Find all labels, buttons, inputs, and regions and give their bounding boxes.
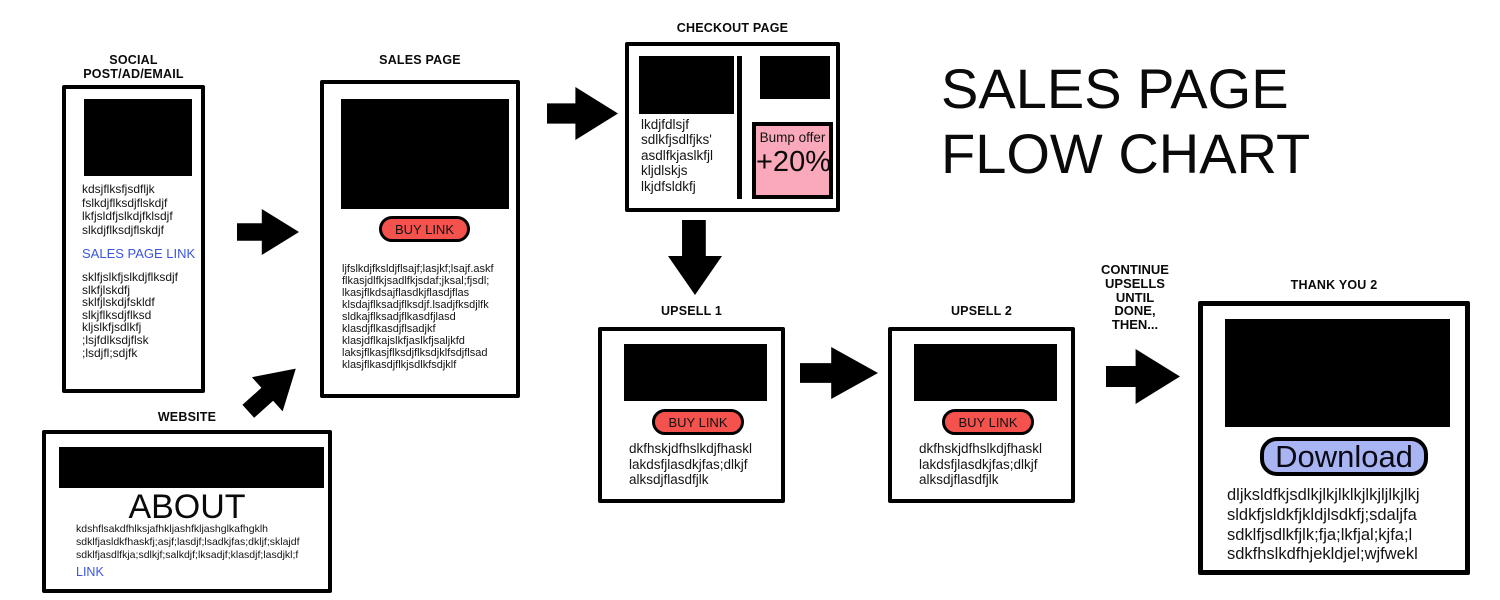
checkout-product-placeholder (760, 56, 830, 99)
arrow-sales-to-checkout-icon (547, 87, 618, 140)
upsell1-card-label: UPSELL 1 (660, 304, 723, 318)
arrow-checkout-to-upsell1-icon (668, 220, 722, 295)
checkout-image-placeholder (639, 56, 734, 114)
checkout-form-text: lkdjfdlsjf sdlkfjsdlfjks' asdlfkjaslkfjl… (641, 117, 714, 194)
upsell1-card: BUY LINK dkfhskjdfhslkdjfhaskl lakdsfjla… (598, 327, 785, 503)
continue-upsells-note: CONTINUE UPSELLS UNTIL DONE, THEN... (1101, 262, 1169, 333)
arrow-social-to-sales-icon (237, 209, 299, 255)
website-card-label: WEBSITE (157, 410, 217, 424)
thankyou-card-label: THANK YOU 2 (1290, 278, 1378, 292)
sales-page-card: BUY LINK ljfslkdjfksldjflsajf;lasjkf;lsa… (320, 80, 520, 398)
social-card-label: SOCIAL POST/AD/EMAIL (83, 53, 184, 81)
sales-page-link[interactable]: SALES PAGE LINK (82, 246, 196, 261)
bump-offer-box[interactable]: Bump offer +20% (752, 122, 833, 199)
upsell2-card: BUY LINK dkfhskjdfhslkdjfhaskl lakdsfjla… (888, 327, 1075, 503)
sales-buy-link-button[interactable]: BUY LINK (379, 216, 470, 242)
arrow-continue-to-thankyou-icon (1106, 349, 1180, 404)
upsell2-body-text: dkfhskjdfhslkdjfhaskl lakdsfjlasdkjfas;d… (919, 441, 1043, 488)
chart-title: SALES PAGE FLOW CHART (941, 57, 1311, 185)
website-about-heading: ABOUT (128, 488, 246, 526)
arrow-upsell1-to-upsell2-icon (800, 347, 878, 399)
upsell1-image-placeholder (624, 344, 767, 401)
thankyou-body-text: dljksldfkjsdlkjlkjlklkjlkjljlkjlkj sldkf… (1227, 486, 1420, 564)
download-button[interactable]: Download (1260, 437, 1428, 476)
thank-you-card: Download dljksldfkjsdlkjlkjlklkjlkjljlkj… (1198, 301, 1470, 575)
social-body-bottom: sklfjslkfjslkdjflksdjf slkfjlskdfj sklfj… (82, 270, 179, 360)
upsell1-buy-link-button[interactable]: BUY LINK (652, 409, 744, 435)
sales-image-placeholder (341, 99, 509, 209)
sales-body-text: ljfslkdjfksldjflsajf;lasjkf;lsajf.askf f… (342, 263, 494, 371)
social-post-card: kdsjflksfjsdfljk fslkdjflksdjflskdjf lkf… (62, 85, 205, 393)
checkout-divider (737, 56, 742, 199)
bump-offer-label: Bump offer (759, 130, 826, 145)
checkout-card-label: CHECKOUT PAGE (676, 21, 789, 35)
social-image-placeholder (84, 99, 192, 176)
website-banner-placeholder (59, 447, 324, 488)
thankyou-image-placeholder (1225, 319, 1450, 427)
upsell1-body-text: dkfhskjdfhslkdjfhaskl lakdsfjlasdkjfas;d… (629, 441, 753, 488)
website-card: ABOUT kdshflsakdfhlksjafhkljashfkljashgl… (42, 430, 332, 593)
bump-offer-value: +20% (756, 146, 831, 178)
website-body-text: kdshflsakdfhlksjafhkljashfkljashglkafhgk… (76, 523, 300, 561)
upsell2-image-placeholder (914, 344, 1057, 401)
social-body-top: kdsjflksfjsdfljk fslkdjflksdjflskdjf lkf… (82, 182, 173, 237)
website-link[interactable]: LINK (76, 565, 104, 579)
upsell2-buy-link-button[interactable]: BUY LINK (942, 409, 1034, 435)
upsell2-card-label: UPSELL 2 (950, 304, 1013, 318)
sales-card-label: SALES PAGE (379, 53, 461, 67)
checkout-page-card: lkdjfdlsjf sdlkfjsdlfjks' asdlfkjaslkfjl… (625, 42, 840, 212)
